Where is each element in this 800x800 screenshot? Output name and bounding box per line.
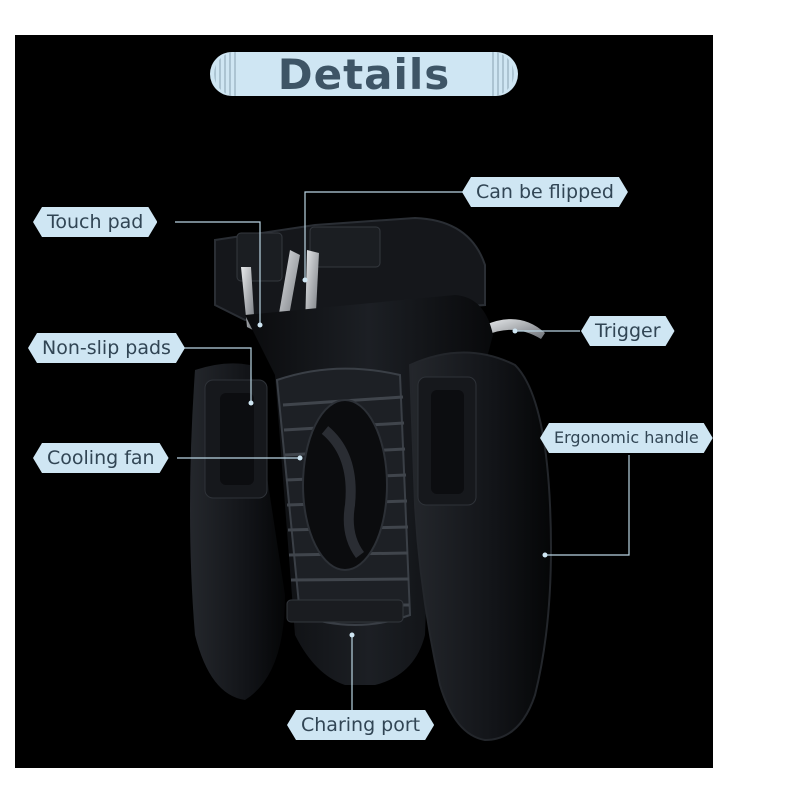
label-non-slip-pads: Non-slip pads [28,333,185,363]
product-panel: Details [15,35,713,768]
title-banner: Details [210,50,518,99]
label-trigger: Trigger [581,316,675,346]
page-title: Details [277,50,451,99]
label-ergonomic-handle: Ergonomic handle [540,423,713,453]
label-cooling-fan: Cooling fan [33,443,169,473]
label-can-be-flipped: Can be flipped [462,177,628,207]
label-touch-pad: Touch pad [33,207,157,237]
gamepad-controller-image [175,191,630,742]
label-charging-port: Charing port [287,710,434,740]
